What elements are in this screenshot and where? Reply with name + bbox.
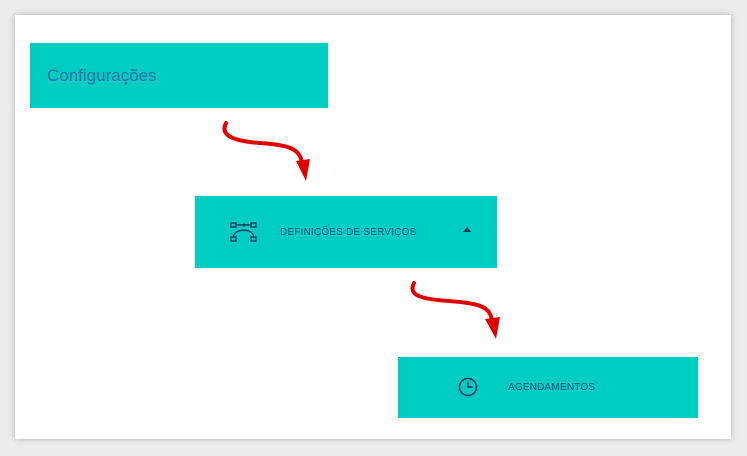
- bezier-curve-icon: [230, 222, 257, 242]
- clock-icon: [458, 377, 478, 397]
- red-arrow-1: [222, 121, 310, 181]
- scheduling-menu-item[interactable]: AGENDAMENTOS: [398, 357, 698, 418]
- settings-menu-item[interactable]: Configurações: [30, 43, 328, 108]
- caret-up-icon[interactable]: [463, 227, 471, 232]
- instruction-card: Configurações DEFINIÇÕES DE SERVIÇOS AGE…: [15, 15, 731, 439]
- settings-label: Configurações: [47, 66, 157, 85]
- red-arrow-2: [410, 281, 500, 339]
- service-definitions-menu-item[interactable]: DEFINIÇÕES DE SERVIÇOS: [195, 196, 497, 268]
- service-definitions-label: DEFINIÇÕES DE SERVIÇOS: [280, 227, 417, 238]
- scheduling-label: AGENDAMENTOS: [508, 382, 596, 393]
